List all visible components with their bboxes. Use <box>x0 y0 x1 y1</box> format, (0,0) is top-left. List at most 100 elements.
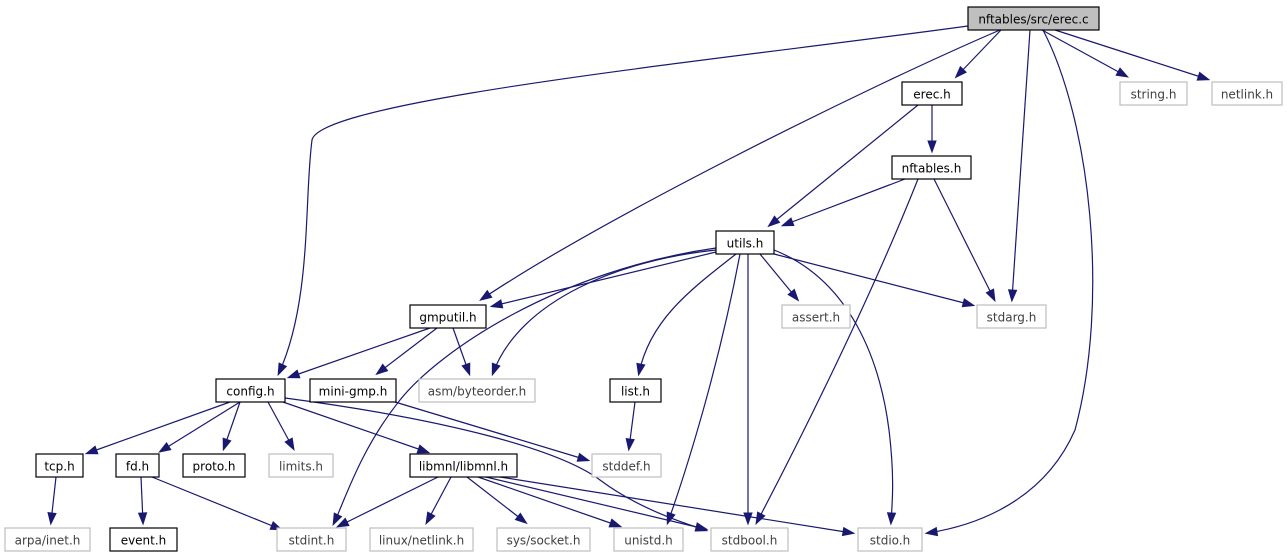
edge-erec_c-to-config_h <box>277 25 969 377</box>
node-event-h[interactable]: event.h <box>109 527 178 552</box>
edge-utils_h-to-stdarg_h <box>773 253 976 308</box>
edge-line <box>282 401 428 453</box>
edge-line <box>667 253 741 523</box>
edge-libmnl_h-to-unistd_h <box>477 476 623 528</box>
node-linux-netlink-h: linux/netlink.h <box>369 527 474 552</box>
edge-line <box>956 29 1002 77</box>
edge-arrowhead <box>608 518 623 528</box>
edge-nftables_h-to-stdbool_h <box>755 178 919 526</box>
node-box <box>369 527 474 552</box>
node-erec-h[interactable]: erec.h <box>901 81 963 106</box>
node-label: proto.h <box>193 460 236 474</box>
node-box <box>1119 81 1188 106</box>
node-list-h[interactable]: list.h <box>609 378 662 403</box>
node-erec-c[interactable]: nftables/src/erec.c <box>967 6 1100 31</box>
edge-config_h-to-proto_h <box>222 401 241 452</box>
edge-line <box>160 401 241 452</box>
edge-line <box>377 327 438 374</box>
node-label: list.h <box>621 385 650 399</box>
node-box <box>35 453 84 478</box>
edge-tcp_h-to-arpa_inet_h <box>47 476 57 526</box>
node-proto-h[interactable]: proto.h <box>182 453 246 478</box>
node-box <box>418 378 536 403</box>
node-label: assert.h <box>792 311 840 325</box>
edge-arrowhead <box>286 369 301 379</box>
edge-utils_h-to-assert_h <box>759 253 800 302</box>
edge-fd_h-to-event_h <box>137 476 148 526</box>
node-tcp-h[interactable]: tcp.h <box>35 453 84 478</box>
node-minigmp-h[interactable]: mini-gmp.h <box>309 378 397 403</box>
node-stdio-h: stdio.h <box>857 527 923 552</box>
edge-line <box>783 178 906 226</box>
edge-arrowhead <box>927 140 937 154</box>
node-netlink-h: netlink.h <box>1211 81 1283 106</box>
edge-arrowhead <box>886 512 897 526</box>
node-label: stdint.h <box>289 534 335 548</box>
node-config-h[interactable]: config.h <box>215 378 286 403</box>
node-box <box>857 527 923 552</box>
edge-arrowhead <box>841 526 856 537</box>
edge-utils_h-to-list_h <box>636 253 737 377</box>
edge-line <box>759 253 798 300</box>
edge-arrowhead <box>375 363 389 376</box>
edge-arrowhead <box>780 217 795 227</box>
edges-layer <box>47 25 1211 537</box>
edge-utils_h-to-stdio_h <box>773 249 897 526</box>
node-label: stdarg.h <box>987 311 1037 325</box>
node-label: arpa/inet.h <box>15 534 81 548</box>
node-label: utils.h <box>727 237 764 251</box>
node-arpa-inet-h: arpa/inet.h <box>4 527 91 552</box>
edge-line <box>394 401 588 461</box>
node-box <box>309 378 397 403</box>
node-box <box>268 453 334 478</box>
node-utils-h[interactable]: utils.h <box>715 230 775 255</box>
node-box <box>115 453 160 478</box>
edge-libmnl_h-to-stdbool_h <box>485 476 709 532</box>
edge-arrowhead <box>284 437 295 452</box>
edge-erec_c-to-string_h <box>1041 29 1130 78</box>
node-label: stdbool.h <box>722 534 778 548</box>
edge-erec_h-to-utils_h <box>767 104 919 228</box>
edge-line <box>284 397 706 531</box>
node-box <box>781 304 851 329</box>
edge-arrowhead <box>1115 67 1130 78</box>
node-unistd-h: unistd.h <box>613 527 684 552</box>
edge-arrowhead <box>514 512 528 525</box>
node-nftables-h[interactable]: nftables.h <box>891 155 972 180</box>
edge-line <box>151 476 281 530</box>
edge-line <box>769 104 919 226</box>
edge-arrowhead <box>694 522 709 532</box>
node-libmnl-h[interactable]: libmnl/libmnl.h <box>409 453 518 478</box>
edge-utils_h-to-stdbool_h <box>743 254 753 526</box>
edge-libmnl_h-to-linux_netlink_h <box>425 476 452 526</box>
edge-line <box>289 327 431 378</box>
edge-erec_c-to-gmputil_h <box>479 29 1001 301</box>
edge-line <box>278 25 969 374</box>
node-box <box>4 527 91 552</box>
edge-arrowhead <box>1196 71 1211 81</box>
node-label: unistd.h <box>624 534 673 548</box>
node-label: mini-gmp.h <box>319 385 388 399</box>
edge-line <box>485 476 706 530</box>
edge-erec_c-to-netlink_h <box>1054 29 1211 81</box>
node-stdarg-h: stdarg.h <box>976 304 1047 329</box>
node-fd-h[interactable]: fd.h <box>115 453 160 478</box>
node-label: stdio.h <box>870 534 910 548</box>
edge-arrowhead <box>1007 289 1018 303</box>
node-label: string.h <box>1131 88 1177 102</box>
node-gmputil-h[interactable]: gmputil.h <box>409 304 487 329</box>
node-label: sys/socket.h <box>507 534 581 548</box>
edge-arrowhead <box>84 445 99 455</box>
node-box <box>609 378 662 403</box>
edge-arrowhead <box>461 362 471 377</box>
edge-libmnl_h-to-stdio_h <box>499 476 856 537</box>
edge-line <box>638 253 737 374</box>
edge-arrowhead <box>416 444 431 454</box>
edge-config_h-to-libmnl_h <box>282 401 431 454</box>
edge-arrowhead <box>924 526 939 537</box>
edge-line <box>773 249 894 523</box>
edge-arrowhead <box>743 512 753 526</box>
edge-arrowhead <box>985 288 996 303</box>
edge-arrowhead <box>787 288 800 302</box>
